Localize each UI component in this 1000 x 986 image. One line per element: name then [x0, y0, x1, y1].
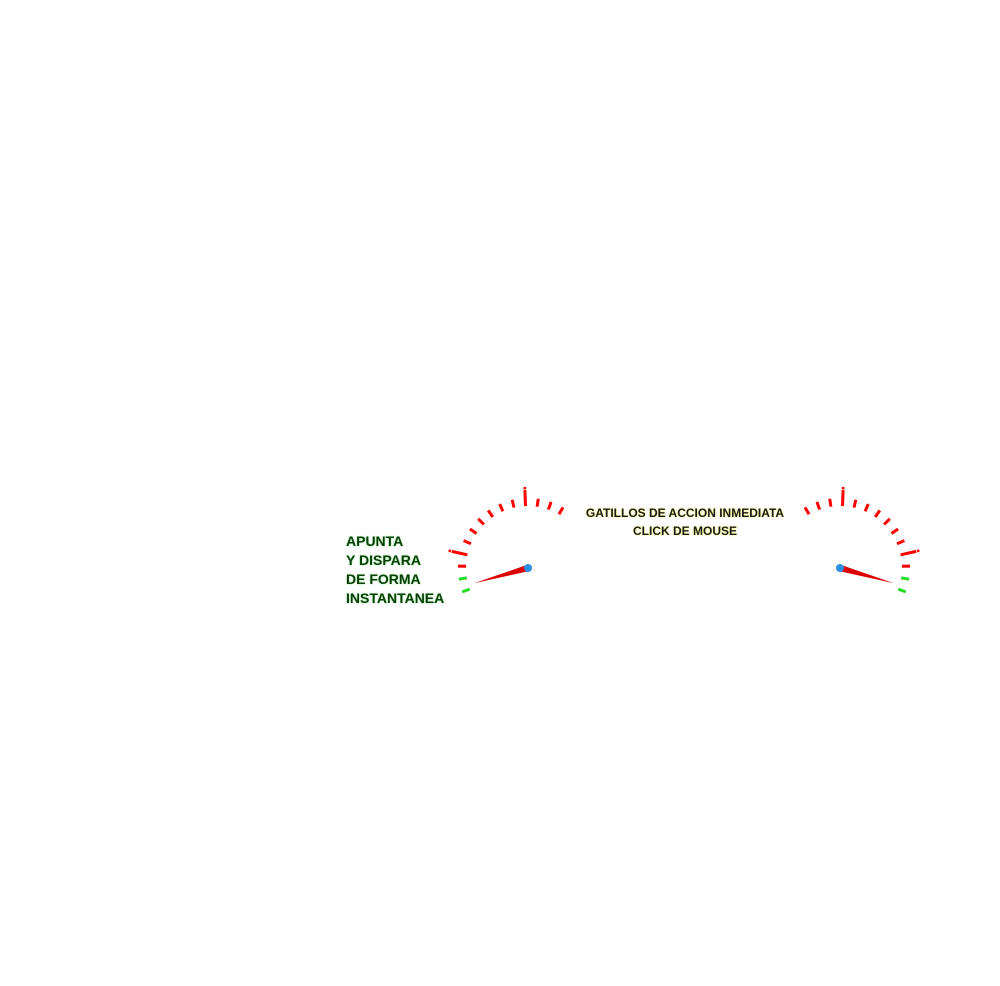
- left-caption-line-2: Y DISPARA: [346, 552, 421, 568]
- gauge-right-tick-1: [897, 587, 907, 594]
- gauge-left-tick-12: [535, 498, 540, 507]
- left-caption-line-3: DE FORMA: [346, 571, 421, 587]
- gauge-left-tick-6: [469, 527, 478, 535]
- left-caption: APUNTA Y DISPARA DE FORMA INSTANTANEA: [346, 532, 476, 608]
- gauge-right: [803, 486, 920, 594]
- gauge-right-tick-12: [828, 498, 833, 507]
- gauge-right-tick-7: [883, 517, 891, 526]
- center-caption-line-2: CLICK DE MOUSE: [632, 524, 737, 538]
- left-caption-line-1: APUNTA: [346, 533, 404, 549]
- center-caption-line-1: GATILLOS DE ACCION INMEDIATA: [585, 506, 785, 520]
- gauge-right-tick-9: [863, 503, 870, 512]
- gauge-right-tick-8: [873, 509, 882, 518]
- gauge-left-hub: [524, 564, 532, 572]
- gauge-right-tick-2: [900, 576, 910, 581]
- gauge-right-tick-10: [852, 499, 858, 508]
- left-caption-line-4: INSTANTANEA: [346, 590, 445, 606]
- gauge-right-tick-6: [890, 527, 899, 535]
- gauge-left-needle: [474, 564, 529, 584]
- gauge-right-major-dot-11: [841, 486, 845, 490]
- gauge-left-tick-8: [486, 509, 495, 518]
- gauge-right-needle: [839, 564, 894, 584]
- gauge-left-tick-7: [477, 517, 485, 526]
- gauge-right-tick-14: [803, 506, 811, 516]
- gauge-left-tick-10: [510, 499, 516, 508]
- gauge-left-tick-4: [451, 549, 468, 557]
- center-caption: GATILLOS DE ACCION INMEDIATA CLICK DE MO…: [560, 504, 810, 540]
- gauge-left-tick-13: [546, 501, 553, 511]
- gauge-left-tick-9: [498, 503, 505, 512]
- gauge-left-major-dot-4: [448, 549, 452, 553]
- gauge-right-tick-13: [815, 501, 822, 511]
- gauge-left-tick-2: [458, 576, 468, 581]
- gauge-left-tick-11: [523, 490, 527, 507]
- gauge-left-major-dot-11: [523, 486, 527, 490]
- gauge-right-hub: [836, 564, 844, 572]
- gauge-right-tick-4: [900, 549, 917, 557]
- gauge-left-tick-14: [557, 506, 565, 516]
- gauge-left-tick-1: [461, 587, 471, 594]
- gauge-right-major-dot-4: [916, 549, 920, 553]
- gauge-right-tick-11: [841, 490, 845, 507]
- gauge-left-tick-5: [463, 539, 472, 546]
- gauge-right-tick-5: [896, 539, 905, 546]
- gauge-left: [448, 486, 565, 594]
